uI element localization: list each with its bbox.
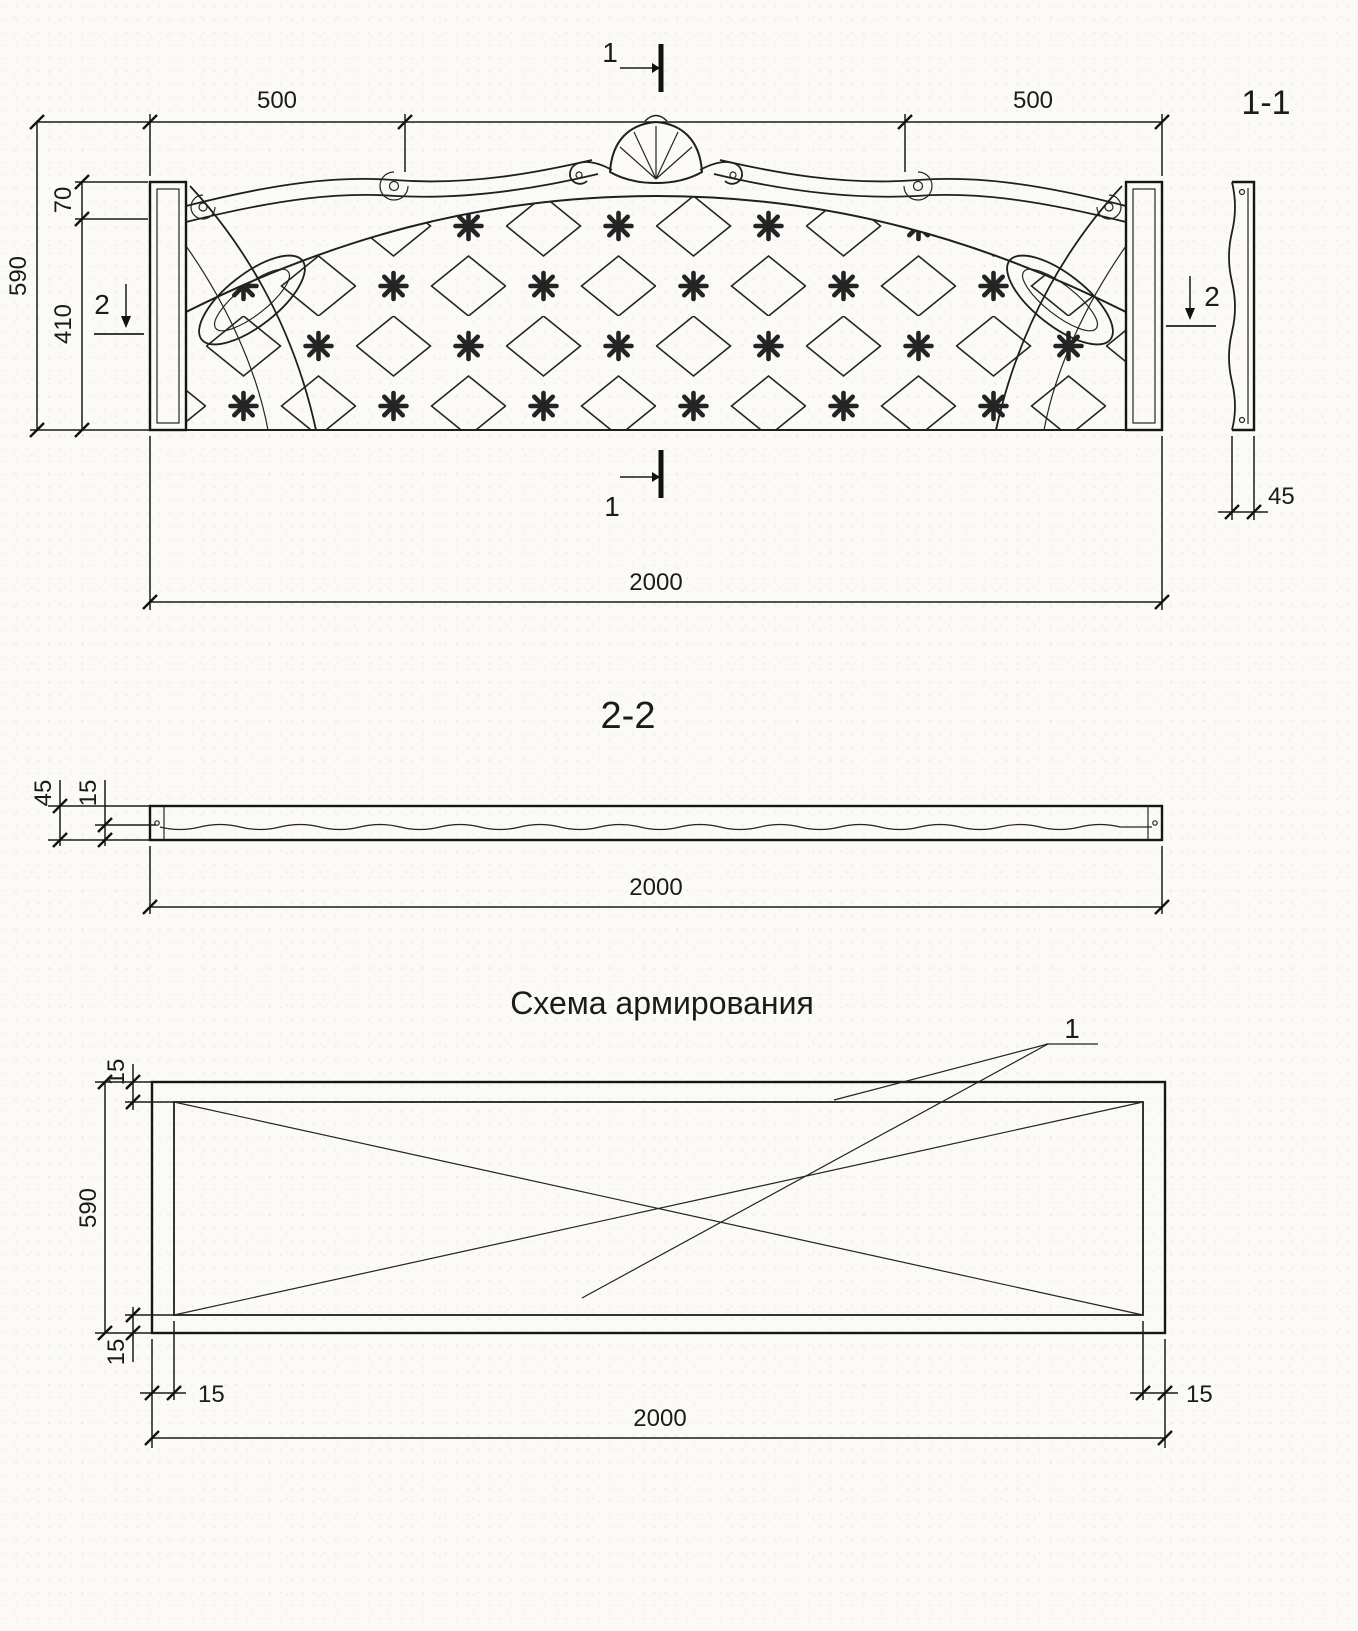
left-post-inner — [156, 188, 180, 424]
section-2-2-title: 2-2 — [601, 695, 656, 737]
dim-15-slab: 15 — [75, 780, 102, 807]
callout-1: 1 — [581, 1013, 1098, 1299]
callout-1-label: 1 — [1064, 1013, 1080, 1044]
scheme-dims-left: 15 590 15 — [75, 1059, 174, 1366]
marker-1-bottom-label: 1 — [604, 491, 620, 522]
lattice-field — [185, 194, 1127, 431]
scheme-frame — [150, 1080, 1167, 1335]
dim-45-profile: 45 — [1218, 436, 1295, 520]
dim-2000-scheme: 2000 — [633, 1405, 686, 1432]
scheme-dims-bottom: 15 2000 15 — [140, 1321, 1213, 1448]
dim-15-right: 15 — [1186, 1381, 1213, 1408]
dim-500-right: 500 — [1013, 87, 1053, 114]
crest — [569, 114, 743, 185]
section-1-1-title: 1-1 — [1241, 84, 1290, 122]
profile-1-1 — [1228, 180, 1256, 432]
dim-410: 410 — [50, 304, 77, 344]
marker-1-top-label: 1 — [602, 37, 618, 68]
right-post — [1124, 180, 1164, 432]
section-1-1: 1-1 45 — [1218, 84, 1295, 520]
marker-2-left-label: 2 — [94, 289, 110, 320]
dim-2000-front: 2000 — [629, 569, 682, 596]
dim-bottom-2000: 2000 — [142, 436, 1170, 610]
dim-15-bottom: 15 — [103, 1339, 130, 1366]
section-marker-2-left: 2 — [94, 284, 144, 335]
section-marker-2-right: 2 — [1166, 276, 1220, 327]
dim-15-top: 15 — [103, 1059, 130, 1086]
dim-45-label: 45 — [1268, 483, 1295, 510]
panel-drawing — [148, 114, 1164, 432]
reinforcement-scheme: Схема армирования 1 — [75, 985, 1213, 1448]
marker-2-right-label: 2 — [1204, 281, 1220, 312]
dim-590: 590 — [5, 256, 32, 296]
dim-bottom-2-2: 2000 — [142, 846, 1170, 915]
section-marker-1-bottom: 1 — [604, 450, 664, 522]
slab-2-2 — [148, 804, 1164, 842]
dim-590-scheme: 590 — [75, 1188, 102, 1228]
dim-2000-slab: 2000 — [629, 874, 682, 901]
right-post-inner — [1132, 188, 1156, 424]
front-elevation: 500 500 590 70 410 2000 — [5, 37, 1220, 610]
dim-left-2-2: 45 15 — [30, 780, 156, 848]
left-post — [148, 180, 188, 432]
dim-45-slab: 45 — [30, 780, 57, 807]
dim-left: 590 70 410 — [5, 122, 150, 438]
dim-70: 70 — [50, 187, 77, 214]
dim-500-left: 500 — [257, 87, 297, 114]
scheme-title: Схема армирования — [510, 985, 814, 1021]
dim-top: 500 500 — [29, 87, 1170, 176]
section-marker-1-top: 1 — [602, 37, 664, 92]
dim-15-left: 15 — [198, 1381, 225, 1408]
section-2-2: 2-2 45 15 2000 — [30, 695, 1170, 915]
